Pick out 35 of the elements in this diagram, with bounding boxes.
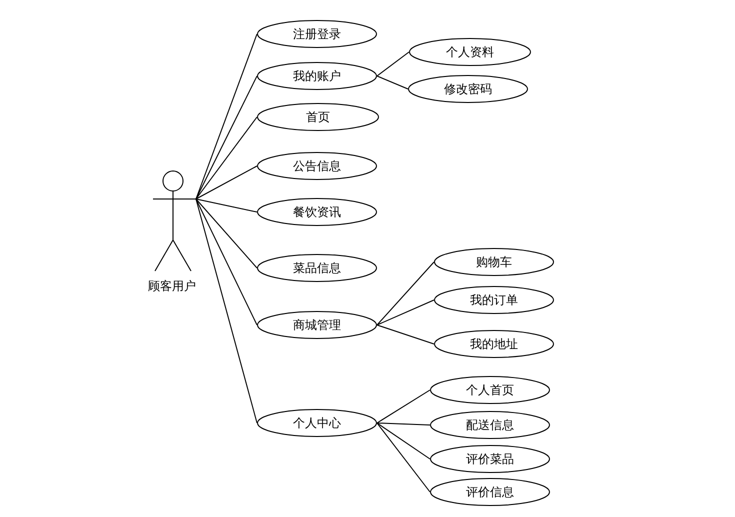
use-case-ellipse: 我的地址 [434, 330, 554, 358]
use-case-ellipse: 菜品信息 [257, 254, 377, 282]
association-line [376, 422, 430, 426]
actor-label: 顾客用户 [148, 278, 196, 295]
association-line [376, 422, 430, 492]
association-line [196, 198, 258, 424]
association-line [376, 324, 434, 344]
association-line [376, 422, 430, 460]
association-line [196, 198, 258, 326]
association-line [196, 116, 258, 200]
association-line [196, 166, 258, 200]
association-line [376, 390, 430, 424]
use-case-ellipse: 个人资料 [409, 38, 531, 66]
use-case-ellipse: 餐饮资讯 [257, 198, 377, 226]
use-case-ellipse: 我的订单 [434, 286, 554, 314]
use-case-ellipse: 个人中心 [257, 409, 377, 437]
use-case-ellipse: 修改密码 [408, 75, 528, 103]
use-case-ellipse: 公告信息 [257, 152, 377, 180]
association-line [196, 34, 258, 200]
association-line [376, 76, 408, 90]
use-case-ellipse: 配送信息 [430, 411, 550, 439]
association-line [196, 76, 258, 200]
use-case-ellipse: 评价信息 [430, 478, 550, 506]
association-line [376, 300, 434, 326]
use-case-ellipse: 首页 [257, 103, 379, 131]
use-case-ellipse: 购物车 [434, 248, 554, 276]
use-case-ellipse: 我的账户 [257, 62, 377, 90]
use-case-ellipse: 商城管理 [257, 311, 377, 339]
use-case-ellipse: 个人首页 [430, 376, 550, 404]
association-line [376, 52, 410, 76]
use-case-ellipse: 注册登录 [257, 20, 377, 48]
association-line [196, 198, 258, 268]
association-line [196, 198, 258, 212]
association-line [376, 262, 434, 326]
use-case-ellipse: 评价菜品 [430, 445, 550, 473]
